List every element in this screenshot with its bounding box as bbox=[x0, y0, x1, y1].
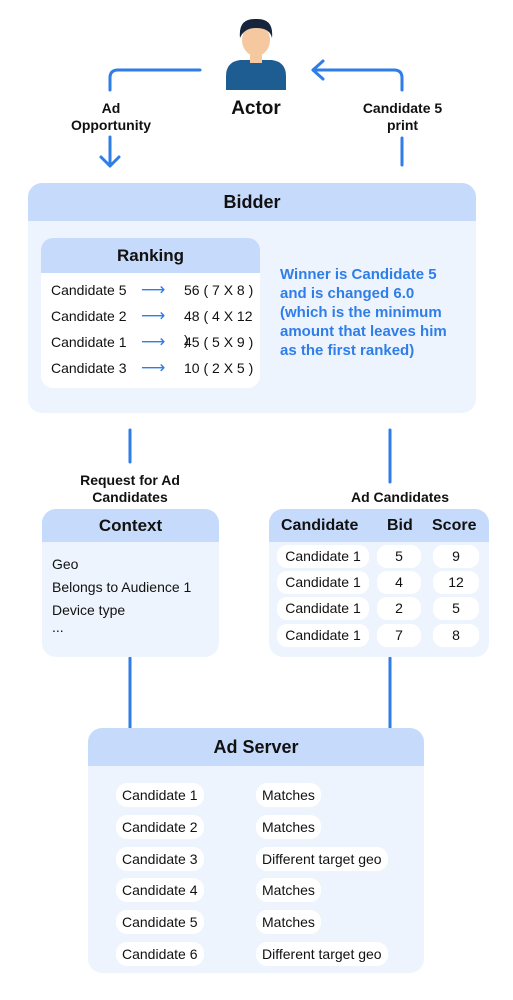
table-cell-bid: 2 bbox=[377, 597, 421, 620]
server-candidate: Candidate 1 bbox=[116, 783, 204, 807]
server-status: Matches bbox=[256, 878, 321, 902]
table-cell-candidate: Candidate 1 bbox=[277, 545, 369, 568]
table-cell-bid: 4 bbox=[377, 571, 421, 594]
table-cell-bid: 5 bbox=[377, 545, 421, 568]
ad-candidates-header: Candidate Bid Score bbox=[269, 509, 489, 542]
table-cell-score: 12 bbox=[433, 571, 479, 594]
ranking-row: Candidate 2 ⟶ 48 ( 4 X 12 ) bbox=[51, 304, 256, 348]
server-status: Different target geo bbox=[256, 847, 388, 871]
table-cell-candidate: Candidate 1 bbox=[277, 571, 369, 594]
ranking-candidate: Candidate 3 bbox=[51, 360, 127, 376]
table-cell-score: 9 bbox=[433, 545, 479, 568]
candidate-print-connector bbox=[311, 68, 404, 92]
ranking-candidate: Candidate 1 bbox=[51, 334, 127, 350]
arrow-right-icon: ⟶ bbox=[141, 280, 166, 299]
ad-candidates-panel: Candidate Bid Score Candidate 1 5 9 Cand… bbox=[269, 509, 489, 657]
ranking-row: Candidate 5 ⟶ 56 ( 7 X 8 ) bbox=[51, 278, 256, 302]
context-item: Belongs to Audience 1 bbox=[52, 579, 192, 595]
server-status: Matches bbox=[256, 815, 321, 839]
ranking-card: Ranking Candidate 5 ⟶ 56 ( 7 X 8 ) Candi… bbox=[41, 238, 260, 388]
candidate-print-arrowhead bbox=[311, 59, 325, 81]
server-status: Different target geo bbox=[256, 942, 388, 966]
ranking-title: Ranking bbox=[41, 238, 260, 273]
bidder-title: Bidder bbox=[28, 183, 476, 221]
ranking-candidate: Candidate 2 bbox=[51, 308, 127, 324]
context-item: ... bbox=[52, 619, 64, 635]
candidate-print-label: Candidate 5 print bbox=[345, 100, 460, 134]
context-item: Device type bbox=[52, 602, 126, 618]
table-cell-score: 8 bbox=[433, 624, 479, 647]
ranking-row: Candidate 3 ⟶ 10 ( 2 X 5 ) bbox=[51, 356, 256, 380]
request-label-line1: Request for Ad bbox=[80, 472, 180, 488]
ranking-score: 10 ( 2 X 5 ) bbox=[184, 360, 254, 376]
candidate-print-label-line2: print bbox=[386, 117, 419, 133]
server-candidate: Candidate 5 bbox=[116, 910, 204, 934]
ad-opportunity-connector bbox=[108, 68, 202, 92]
candidate-print-label-line1: Candidate 5 bbox=[362, 100, 443, 116]
ranking-row: Candidate 1 ⟶ 45 ( 5 X 9 ) bbox=[51, 330, 256, 354]
ranking-candidate: Candidate 5 bbox=[51, 282, 127, 298]
ad-candidates-label: Ad Candidates bbox=[350, 489, 449, 505]
ad-opportunity-label-line1: Ad bbox=[101, 100, 121, 116]
server-candidate: Candidate 2 bbox=[116, 815, 204, 839]
server-candidate: Candidate 6 bbox=[116, 942, 204, 966]
context-title: Context bbox=[42, 509, 219, 542]
table-cell-candidate: Candidate 1 bbox=[277, 597, 369, 620]
context-item: Geo bbox=[52, 556, 79, 572]
table-cell-candidate: Candidate 1 bbox=[277, 624, 369, 647]
ad-server-title: Ad Server bbox=[88, 728, 424, 766]
header-score: Score bbox=[432, 517, 477, 534]
winner-note: Winner is Candidate 5 and is changed 6.0… bbox=[280, 266, 447, 359]
ranking-score: 56 ( 7 X 8 ) bbox=[184, 282, 254, 298]
table-cell-bid: 7 bbox=[377, 624, 421, 647]
arrow-right-icon: ⟶ bbox=[141, 306, 166, 325]
arrow-right-icon: ⟶ bbox=[141, 332, 166, 351]
ranking-score: 45 ( 5 X 9 ) bbox=[184, 334, 254, 350]
server-candidate: Candidate 4 bbox=[116, 878, 204, 902]
ad-opportunity-arrowhead bbox=[99, 155, 121, 168]
ad-opportunity-label: Ad Opportunity bbox=[56, 100, 166, 134]
server-status: Matches bbox=[256, 910, 321, 934]
ad-opportunity-label-line2: Opportunity bbox=[70, 117, 152, 133]
table-cell-score: 5 bbox=[433, 597, 479, 620]
arrow-right-icon: ⟶ bbox=[141, 358, 166, 377]
actor-label: Actor bbox=[231, 98, 281, 119]
header-candidate: Candidate bbox=[281, 517, 359, 534]
header-bid: Bid bbox=[387, 517, 413, 534]
server-candidate: Candidate 3 bbox=[116, 847, 204, 871]
server-status: Matches bbox=[256, 783, 321, 807]
ad-server-panel: Ad Server Candidate 1 Matches Candidate … bbox=[88, 728, 424, 973]
request-for-candidates-label: Request for Ad Candidates bbox=[60, 472, 200, 506]
actor-avatar-icon bbox=[226, 18, 286, 90]
request-label-line2: Candidates bbox=[92, 489, 168, 505]
context-panel: Context Geo Belongs to Audience 1 Device… bbox=[42, 509, 219, 657]
ranking-score: 48 ( 4 X 12 ) bbox=[184, 308, 253, 348]
